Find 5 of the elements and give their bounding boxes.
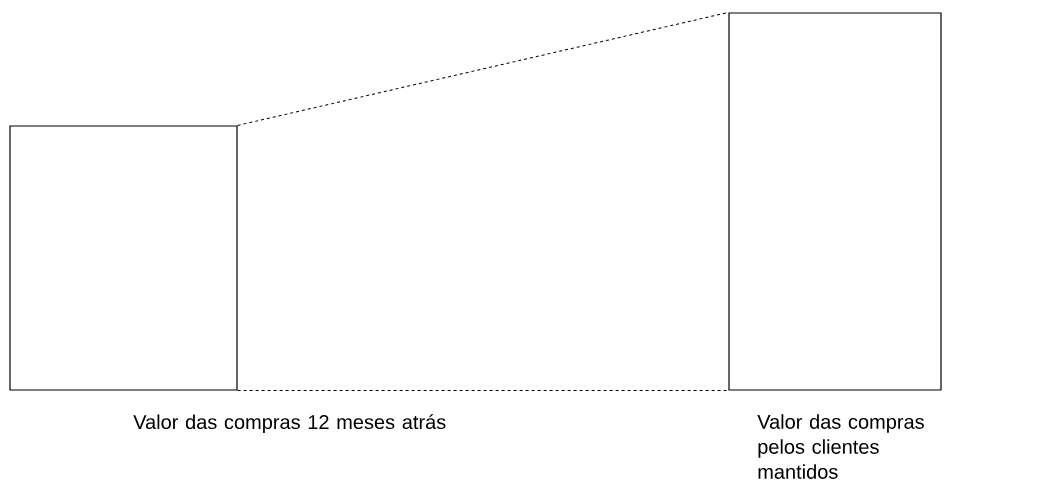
box bbox=[728, 12, 942, 391]
box bbox=[9, 125, 238, 391]
caption-text: Valor das compras pelos clientes mantidos bbox=[757, 414, 924, 479]
dashed-line bbox=[237, 11, 729, 126]
caption-text: Valor das compras 12 meses atrás bbox=[133, 414, 446, 434]
